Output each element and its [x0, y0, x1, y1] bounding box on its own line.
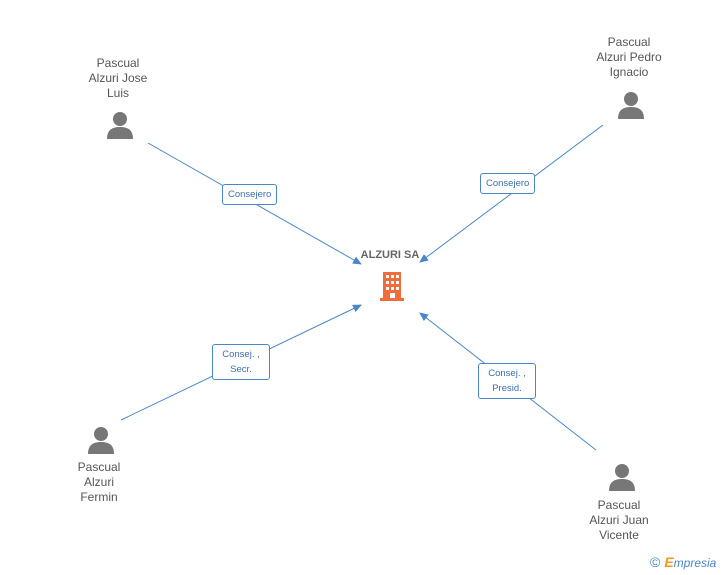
relation-label-p4[interactable]: Consej. , Presid. [478, 363, 536, 399]
person-icon[interactable] [618, 92, 644, 119]
person-name-line: Pascual [597, 498, 641, 512]
relation-label-p1[interactable]: Consejero [222, 184, 278, 205]
person-name-p4[interactable]: Pascual Alzuri Juan Vicente [564, 498, 674, 543]
person-name-p2[interactable]: Pascual Alzuri Pedro Ignacio [574, 35, 684, 80]
relation-label-line: Consej. , [222, 349, 260, 360]
relation-label-line: Consej. , [488, 368, 526, 379]
person-icon[interactable] [88, 427, 114, 454]
person-icon[interactable] [107, 112, 133, 139]
person-name-line: Luis [106, 86, 129, 100]
person-name-p3[interactable]: Pascual Alzuri Fermin [44, 460, 154, 505]
relation-label-line: Secr. [230, 364, 252, 375]
person-name-p1[interactable]: Pascual Alzuri Jose Luis [63, 56, 173, 101]
brand-logo: Empresia [664, 554, 717, 570]
person-name-line: Vicente [599, 528, 639, 542]
copyright-icon: © [650, 554, 661, 570]
relation-label-line: Consejero [228, 189, 272, 200]
relation-label-line: Presid. [492, 383, 522, 394]
person-name-line: Pascual [77, 460, 121, 474]
person-name-line: Alzuri Juan [589, 513, 649, 527]
relation-label-p2[interactable]: Consejero [480, 173, 536, 194]
person-name-line: Fermin [80, 490, 118, 504]
person-name-line: Ignacio [609, 65, 649, 79]
person-name-line: Pascual [96, 56, 140, 70]
person-name-line: Alzuri Jose [88, 71, 148, 85]
person-name-line: Alzuri Pedro [596, 50, 662, 64]
company-name[interactable]: ALZURI SA [360, 249, 420, 261]
relation-label-p3[interactable]: Consej. , Secr. [212, 344, 270, 380]
person-name-line: Alzuri [83, 475, 114, 489]
watermark: © Empresia [650, 554, 716, 570]
building-icon[interactable] [377, 270, 407, 304]
person-icon[interactable] [609, 464, 635, 491]
person-name-line: Pascual [607, 35, 651, 49]
relation-label-line: Consejero [486, 178, 530, 189]
